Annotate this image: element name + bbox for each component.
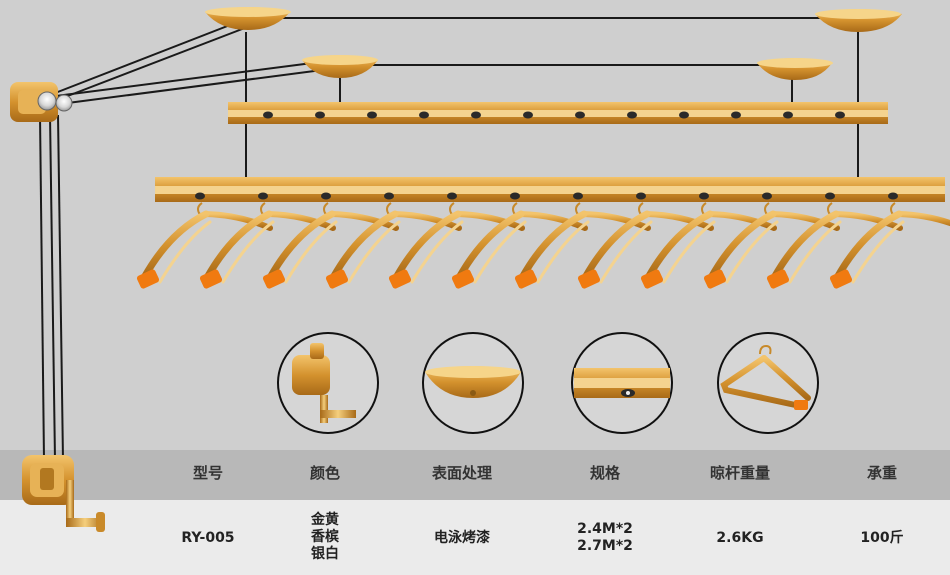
value-weight: 2.6KG [716, 530, 764, 546]
rail-hole [783, 111, 793, 119]
table-body-band [0, 500, 950, 575]
rail-hole [835, 111, 845, 119]
color-champagne: 香槟 [311, 529, 339, 545]
hanger [514, 192, 651, 289]
hanger [199, 192, 336, 289]
value-surface: 电泳烤漆 [434, 530, 490, 546]
lower-rail [155, 177, 945, 202]
header-color: 颜色 [309, 464, 340, 482]
rail-hole [523, 111, 533, 119]
upper-rail-holes [263, 111, 845, 119]
hanger [451, 192, 588, 289]
value-load: 100斤 [860, 530, 904, 546]
hanger [262, 192, 399, 289]
rail-hole [679, 111, 689, 119]
hanger [640, 192, 777, 289]
cables [39, 17, 859, 461]
detail-circle-crank [277, 332, 379, 434]
hanger [703, 192, 840, 289]
value-specs: 2.4M*2 2.7M*2 [545, 521, 665, 555]
table-header-band [0, 450, 950, 500]
value-model: RY-005 [181, 530, 235, 546]
wall-crank-box [22, 455, 105, 532]
header-surface: 表面处理 [431, 464, 492, 482]
ceiling-pulley-left-top [205, 7, 291, 30]
hanger [577, 192, 714, 289]
hanger [136, 192, 273, 289]
rail-hole [575, 111, 585, 119]
ceiling-pulley-right-low [757, 58, 833, 80]
rail-hole [731, 111, 741, 119]
ceiling-pulley-left-low [302, 55, 378, 78]
value-colors: 金黄 香槟 银白 [265, 512, 385, 563]
wall-pulley-box [10, 82, 73, 122]
detail-circle-hanger [717, 332, 819, 434]
ceiling-pulley-right-top [815, 9, 902, 32]
hanger [325, 192, 462, 289]
hangers [136, 192, 950, 289]
rail-hole [419, 111, 429, 119]
rail-hole [315, 111, 325, 119]
rail-hole [471, 111, 481, 119]
detail-circle-pulley [422, 332, 524, 434]
detail-circle-rail [571, 332, 673, 434]
header-model: 型号 [192, 464, 223, 482]
color-silver: 银白 [311, 546, 339, 562]
spec-1: 2.4M*2 [577, 521, 633, 537]
spec-2: 2.7M*2 [577, 538, 633, 554]
rail-hole [263, 111, 273, 119]
header-load: 承重 [866, 464, 897, 482]
rail-hole [627, 111, 637, 119]
hanger [388, 192, 525, 289]
hanger [829, 192, 950, 289]
header-spec: 规格 [589, 464, 620, 482]
color-gold: 金黄 [311, 512, 339, 528]
upper-rail [228, 102, 888, 124]
hanger [766, 192, 903, 289]
header-weight: 晾杆重量 [709, 464, 770, 482]
rail-hole [367, 111, 377, 119]
